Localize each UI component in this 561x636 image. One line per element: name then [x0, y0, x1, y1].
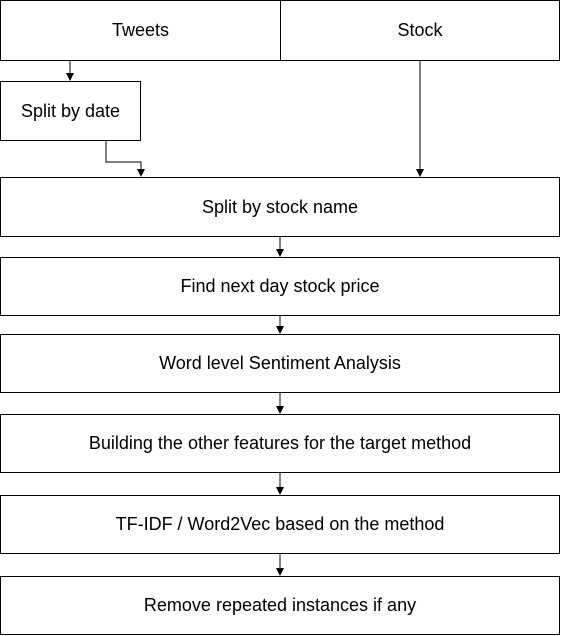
split-by-date-label: Split by date: [20, 100, 121, 121]
find-next-day-price-label: Find next day stock price: [180, 276, 380, 296]
stock-node: Stock: [280, 0, 560, 61]
build-features-label: Building the other features for the targ…: [88, 433, 472, 453]
tweets-node: Tweets: [0, 0, 281, 61]
sentiment-analysis-label: Word level Sentiment Analysis: [159, 353, 401, 373]
split-by-stock-name-node: Split by stock name: [0, 177, 560, 237]
remove-repeated-label: Remove repeated instances if any: [143, 595, 417, 615]
find-next-day-price-node: Find next day stock price: [0, 257, 560, 316]
build-features-node: Building the other features for the targ…: [0, 414, 560, 473]
stock-label: Stock: [397, 20, 443, 40]
tfidf-word2vec-node: TF-IDF / Word2Vec based on the method: [0, 495, 560, 554]
tweets-label: Tweets: [111, 20, 170, 40]
remove-repeated-node: Remove repeated instances if any: [0, 576, 560, 635]
arrow-split-date-to-split-stock: [105, 141, 145, 177]
split-by-stock-name-label: Split by stock name: [201, 196, 359, 217]
sentiment-analysis-node: Word level Sentiment Analysis: [0, 334, 560, 393]
tfidf-word2vec-label: TF-IDF / Word2Vec based on the method: [115, 514, 445, 534]
split-by-date-node: Split by date: [0, 81, 141, 141]
